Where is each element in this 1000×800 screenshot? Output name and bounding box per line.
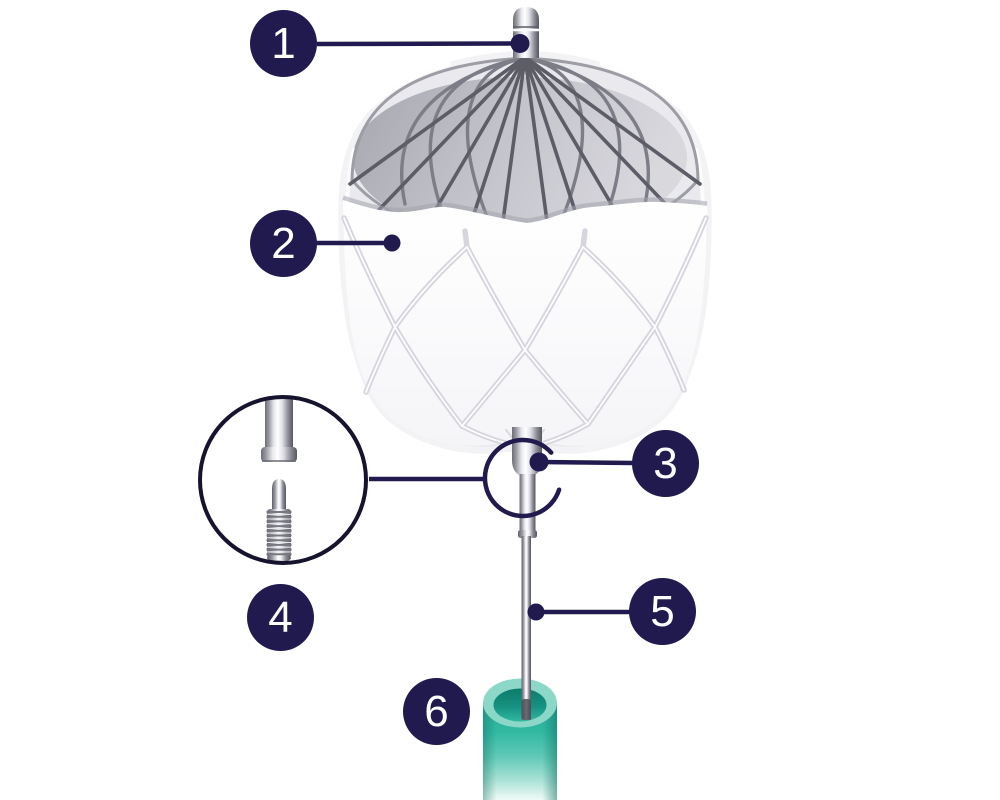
callout-leader-lines <box>316 34 634 621</box>
fabric-body <box>341 200 709 446</box>
catheter-mouth <box>493 688 547 722</box>
inset-magnifier <box>198 395 368 565</box>
callout-marker-1: 1 <box>250 10 317 77</box>
callout-marker-5: 5 <box>629 578 696 645</box>
delivery-shaft <box>521 536 531 720</box>
leader-line-1 <box>316 41 521 47</box>
screw-thread-detail <box>266 479 292 562</box>
leader-dot-2 <box>383 234 401 252</box>
leader-dot-1 <box>510 34 530 53</box>
leader-line-3 <box>538 459 634 466</box>
callout-marker-2: 2 <box>250 210 317 277</box>
connector-highlight-ring <box>482 437 562 519</box>
inset-magnifier-ring <box>198 395 368 565</box>
connector-sleeve-detail <box>261 397 297 462</box>
callout-marker-3: 3 <box>632 430 699 497</box>
leader-dot-5 <box>527 603 545 621</box>
callout-marker-4: 4 <box>247 584 314 651</box>
catheter-sheath <box>483 678 557 800</box>
fabric-rim-shadow <box>342 195 708 224</box>
callout-marker-6: 6 <box>403 678 470 745</box>
leader-dot-3 <box>529 452 549 472</box>
